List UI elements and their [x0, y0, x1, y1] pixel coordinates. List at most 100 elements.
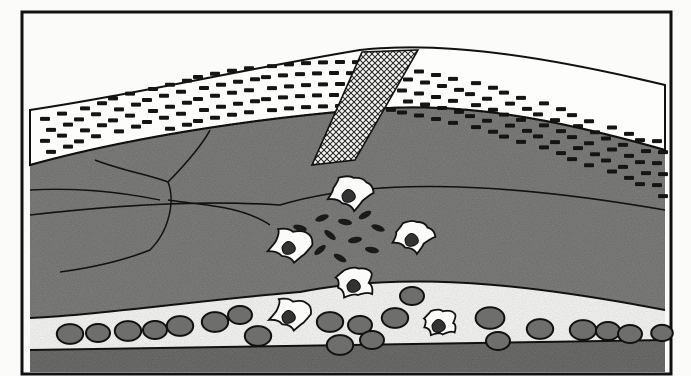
epithelium-dash [533, 112, 543, 116]
epithelium-dash [267, 64, 277, 68]
epithelium-dash [199, 86, 209, 90]
epithelium-dash [414, 114, 424, 118]
epithelium-dash [301, 105, 311, 109]
round-cell [245, 326, 271, 346]
epithelium-dash [210, 72, 220, 76]
epithelium-dash [641, 171, 651, 175]
round-cell [360, 331, 384, 349]
epithelium-dash [91, 112, 101, 116]
epithelium-dash [471, 103, 481, 107]
epithelium-dash [46, 150, 56, 154]
epithelium-dash [624, 132, 634, 136]
epithelium-dash [199, 108, 209, 112]
epithelium-dash [431, 117, 441, 121]
epithelium-dash [97, 101, 107, 105]
epithelium-dash [57, 112, 67, 116]
epithelium-dash [278, 73, 288, 77]
epithelium-dash [516, 118, 526, 122]
epithelium-dash [329, 93, 339, 97]
epithelium-dash [125, 92, 135, 96]
epithelium-dash [556, 107, 566, 111]
epithelium-dash [437, 84, 447, 88]
epithelium-dash [97, 123, 107, 127]
epithelium-dash [516, 96, 526, 100]
round-cell [86, 324, 110, 342]
epithelium-dash [624, 176, 634, 180]
epithelium-dash [448, 99, 458, 103]
epithelium-dash [448, 77, 458, 81]
round-cell [115, 321, 141, 341]
epithelium-dash [159, 116, 169, 120]
epithelium-dash [261, 75, 271, 79]
epithelium-dash [182, 79, 192, 83]
epithelium-dash [312, 71, 322, 75]
epithelium-dash [301, 83, 311, 87]
epithelium-dash [216, 105, 226, 109]
epithelium-dash [165, 127, 175, 131]
epithelium-dash [522, 107, 532, 111]
epithelium-dash [465, 92, 475, 96]
epithelium-dash [607, 169, 617, 173]
round-cell [596, 322, 620, 340]
epithelium-dash [261, 97, 271, 101]
round-cell [476, 307, 505, 329]
epithelium-dash [471, 125, 481, 129]
epithelium-dash [284, 84, 294, 88]
round-cell [486, 332, 510, 350]
epithelium-dash [91, 134, 101, 138]
epithelium-dash [652, 183, 662, 187]
epithelium-dash [584, 163, 594, 167]
epithelium-dash [584, 141, 594, 145]
epithelium-dash [233, 80, 243, 84]
epithelium-dash [108, 96, 118, 100]
epithelium-dash [267, 86, 277, 90]
epithelium-dash [567, 113, 577, 117]
epithelium-dash [40, 139, 50, 143]
epithelium-dash [216, 83, 226, 87]
epithelium-dash [607, 147, 617, 151]
epithelium-dash [74, 139, 84, 143]
epithelium-dash [301, 61, 311, 65]
epithelium-dash [522, 129, 532, 133]
epithelium-dash [414, 92, 424, 96]
epithelium-dash [607, 125, 617, 129]
epithelium-dash [57, 134, 67, 138]
epithelium-dash [46, 128, 56, 132]
epithelium-dash [465, 114, 475, 118]
round-cell [202, 312, 228, 332]
epithelium-dash [182, 101, 192, 105]
epithelium-dash [590, 152, 600, 156]
epithelium-dash [482, 97, 492, 101]
epithelium-dash [131, 103, 141, 107]
epithelium-dash [454, 88, 464, 92]
epithelium-dash [182, 123, 192, 127]
epithelium-dash [295, 94, 305, 98]
epithelium-dash [284, 106, 294, 110]
epithelium-dash [539, 145, 549, 149]
epithelium-dash [318, 60, 328, 64]
epithelium-dash [335, 60, 345, 64]
epithelium-dash [244, 88, 254, 92]
epithelium-dash [584, 119, 594, 123]
epithelium-dash [159, 94, 169, 98]
epithelium-dash [431, 73, 441, 77]
epithelium-dash [312, 93, 322, 97]
epithelium-dash [431, 95, 441, 99]
epithelium-dash [482, 119, 492, 123]
epithelium-dash [635, 182, 645, 186]
epithelium-dash [142, 98, 152, 102]
epithelium-dash [499, 91, 509, 95]
epithelium-dash [403, 77, 413, 81]
epithelium-dash [278, 95, 288, 99]
epithelium-dash [63, 123, 73, 127]
epithelium-dash [210, 94, 220, 98]
epithelium-dash [550, 140, 560, 144]
epithelium-dash [335, 82, 345, 86]
epithelium-dash [505, 102, 515, 106]
epithelium-dash [63, 145, 73, 149]
epithelium-dash [601, 136, 611, 140]
epithelium-dash [488, 86, 498, 90]
round-cell [57, 324, 83, 344]
epithelium-dash [114, 129, 124, 133]
epithelium-dash [210, 116, 220, 120]
